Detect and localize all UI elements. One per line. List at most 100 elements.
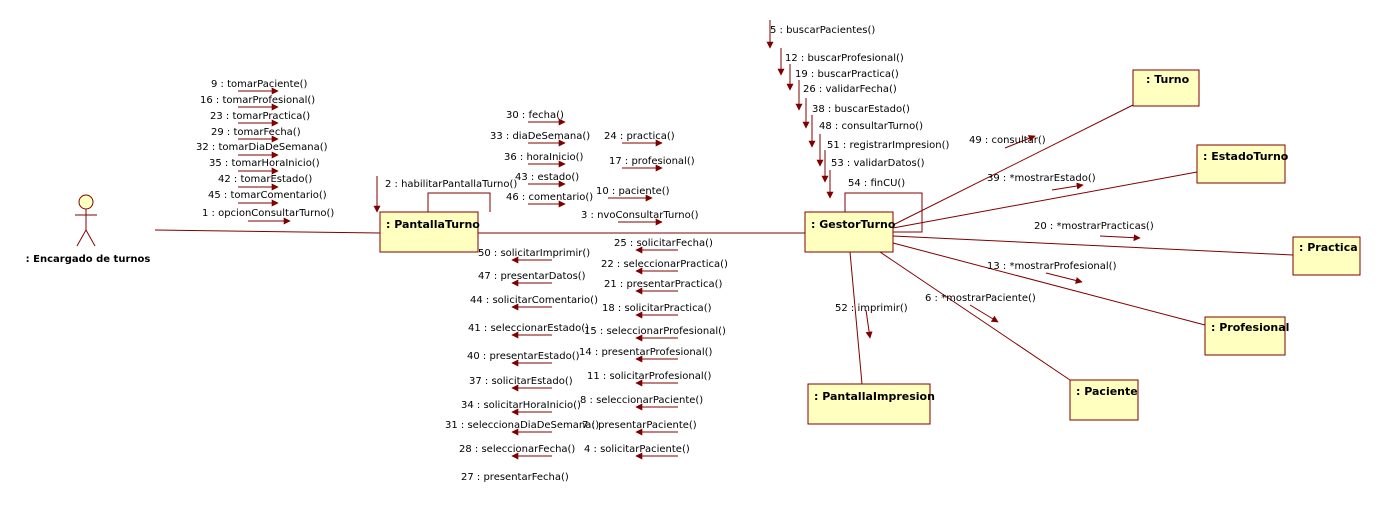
message-label: 28 : seleccionarFecha() [459,444,575,455]
message-label: 30 : fecha() [506,110,564,121]
links [154,104,1294,385]
object-label: : PantallaImpresion [814,390,935,403]
message-label: 48 : consultarTurno() [819,121,923,132]
object-label: : EstadoTurno [1203,150,1289,163]
message-label: 52 : imprimir() [835,303,908,314]
message-arrow [1004,135,1036,149]
message-label: 11 : solicitarProfesional() [587,371,712,382]
message-label: 40 : presentarEstado() [467,351,580,362]
object-box [1292,236,1361,276]
message-arrow [1045,272,1083,284]
message-label: 41 : seleccionarEstado() [468,323,589,334]
message-label: 15 : seleccionarProfesional() [584,326,726,337]
message-label: 45 : tomarComentario() [208,190,327,201]
message-label: 33 : diaDeSemana() [490,131,590,142]
object-pantalla-turno[interactable]: : PantallaTurno [379,211,480,253]
actor-label: : Encargado de turnos [26,254,151,265]
msgs-pantalla-self-col: 30 : fecha() 33 : diaDeSemana() 36 : hor… [490,110,593,203]
object-estado-turno[interactable]: : EstadoTurno [1196,144,1289,184]
link-gestor-impresion [849,251,863,385]
message-label: 22 : seleccionarPractica() [601,259,728,270]
message-label: 39 : *mostrarEstado() [987,173,1096,184]
actor-head [78,194,94,210]
message-label: 10 : paciente() [596,186,670,197]
link-gestor-practica [892,235,1294,256]
message-label: 38 : buscarEstado() [812,104,910,115]
msgs-gestor-to-pantalla: 25 : solicitarFecha() 22 : seleccionarPr… [579,238,728,455]
message-label: 31 : seleccionaDiaDeSemana() [445,420,599,431]
message-label: 27 : presentarFecha() [461,472,569,483]
message-label: 19 : buscarPractica() [795,69,899,80]
object-label: : PantallaTurno [386,218,480,231]
msgs-pantalla-self-lower: 50 : solicitarImprimir() 47 : presentarD… [445,248,599,483]
message-label: 35 : tomarHoraInicio() [209,158,320,169]
message-label: 12 : buscarProfesional() [785,53,904,64]
msgs-actor-to-pantalla: 9 : tomarPaciente() 16 : tomarProfesiona… [196,79,334,219]
message-label: 8 : seleccionarPaciente() [580,395,703,406]
link-gestor-self [844,192,923,233]
object-box [1132,69,1200,107]
message-label: 32 : tomarDiaDeSemana() [196,142,328,153]
message-label: 6 : *mostrarPaciente() [925,293,1036,304]
message-label: 9 : tomarPaciente() [211,79,308,90]
object-practica[interactable]: : Practica [1292,236,1361,276]
msgs-gestor-self: 5 : buscarPacientes() 12 : buscarProfesi… [770,25,950,189]
object-label: : GestorTurno [811,218,896,231]
object-gestor-turno[interactable]: : GestorTurno [804,211,896,253]
msgs-pantalla-to-gestor: 24 : practica() 17 : profesional() 10 : … [581,131,699,221]
message-arrows [238,20,1141,460]
object-box [1204,316,1286,356]
actor-encargado[interactable]: : Encargado de turnos [26,194,151,265]
message-label: 54 : finCU() [848,178,905,189]
object-box [804,211,894,253]
link-gestor-estadoturno [892,171,1198,229]
message-label: 7 : presentarPaciente() [582,420,697,431]
link-actor-pantalla [154,229,381,234]
message-label: 5 : buscarPacientes() [770,25,875,36]
actor-leg-left [76,229,87,247]
object-label: : Turno [1146,73,1190,86]
message-label: 50 : solicitarImprimir() [478,248,590,259]
object-box [1196,144,1286,184]
message-label: 47 : presentarDatos() [478,271,586,282]
message-label: 34 : solicitarHoraInicio() [461,400,581,411]
message-label: 53 : validarDatos() [831,158,925,169]
message-arrow [865,309,873,339]
message-label: 16 : tomarProfesional() [200,95,315,106]
message-label: 43 : estado() [515,172,579,183]
object-box [379,211,479,253]
message-label: 21 : presentarPractica() [604,279,723,290]
message-label: 18 : solicitarPractica() [602,303,712,314]
message-arrow [1051,182,1084,191]
message-label: 37 : solicitarEstado() [469,376,573,387]
message-label: 46 : comentario() [506,192,593,203]
object-pantalla-impresion[interactable]: : PantallaImpresion [807,383,935,425]
message-label: 26 : validarFecha() [803,84,897,95]
object-label: : Paciente [1076,385,1138,398]
object-box [807,383,931,425]
message-label: 1 : opcionConsultarTurno() [202,208,334,219]
message-label: 24 : practica() [604,131,675,142]
message-label: 49 : consultar() [969,135,1046,146]
message-label: 4 : solicitarPaciente() [584,444,690,455]
object-profesional[interactable]: : Profesional [1204,316,1289,356]
object-label: : Profesional [1211,321,1289,334]
link-gestor-profesional [892,242,1206,326]
object-turno[interactable]: : Turno [1132,69,1200,107]
link-gestor-paciente [879,251,1071,381]
actor-leg-right [85,229,96,247]
message-label: 20 : *mostrarPracticas() [1034,221,1154,232]
message-label: 25 : solicitarFecha() [614,238,713,249]
object-label: : Practica [1299,241,1358,254]
message-label: 42 : tomarEstado() [218,174,312,185]
object-box [1069,379,1139,421]
message-label: 3 : nvoConsultarTurno() [581,210,699,221]
message-label: 14 : presentarProfesional() [579,347,712,358]
message-label: 44 : solicitarComentario() [470,295,598,306]
message-label: 29 : tomarFecha() [211,127,301,138]
message-label: 13 : *mostrarProfesional() [987,261,1117,272]
object-paciente[interactable]: : Paciente [1069,379,1139,421]
message-label: 17 : profesional() [609,156,695,167]
message-label: 2 : habilitarPantallaTurno() [385,179,517,190]
